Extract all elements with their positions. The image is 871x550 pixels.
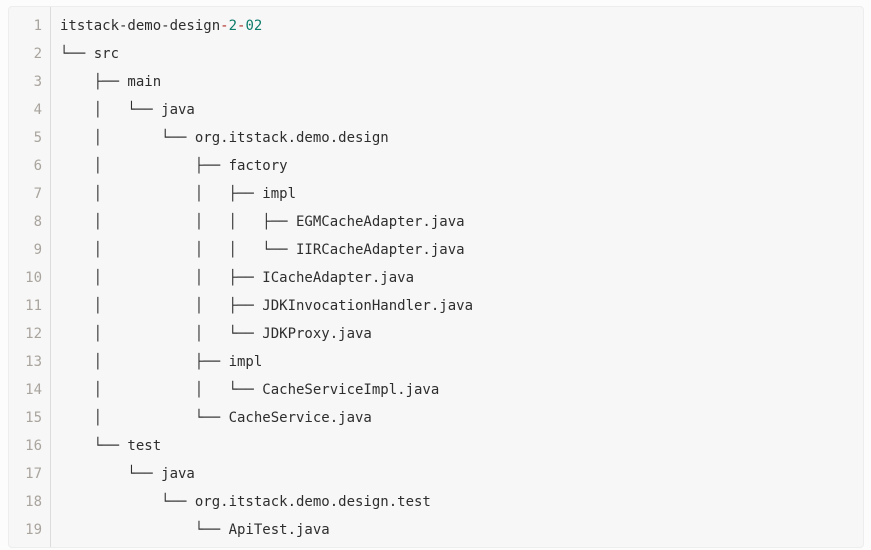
- code-line: 8 │ │ │ ├── EGMCacheAdapter.java: [9, 208, 863, 236]
- code-line: 11 │ │ ├── JDKInvocationHandler.java: [9, 292, 863, 320]
- code-line: 5 │ └── org.itstack.demo.design: [9, 124, 863, 152]
- code-lines: 1 itstack-demo-design-2-02 2 └── src 3 ├…: [9, 12, 863, 544]
- code-line: 14 │ │ └── CacheServiceImpl.java: [9, 376, 863, 404]
- line-text: │ │ ├── JDKInvocationHandler.java: [60, 298, 474, 314]
- code-line: 1 itstack-demo-design-2-02: [9, 12, 863, 40]
- line-number: 2: [33, 46, 42, 62]
- line-number: 7: [33, 186, 42, 202]
- syntax-segment-number: 2: [228, 18, 238, 34]
- line-text: │ │ │ └── IIRCacheAdapter.java: [60, 242, 465, 258]
- line-text: └── src: [60, 46, 120, 62]
- code-line: 16 └── test: [9, 432, 863, 460]
- line-number: 1: [33, 18, 42, 34]
- line-text: │ │ │ ├── EGMCacheAdapter.java: [60, 214, 465, 230]
- line-text: └── org.itstack.demo.design.test: [60, 494, 431, 510]
- line-text: │ ├── factory: [60, 158, 288, 174]
- line-text: │ │ ├── impl: [60, 186, 297, 202]
- line-number: 6: [33, 158, 42, 174]
- line-number: 8: [33, 214, 42, 230]
- syntax-segment-plain: itstack-demo-design: [60, 18, 221, 34]
- code-line: 15 │ └── CacheService.java: [9, 404, 863, 432]
- code-line: 19 └── ApiTest.java: [9, 516, 863, 544]
- line-number: 3: [33, 74, 42, 90]
- line-number: 9: [33, 242, 42, 258]
- code-line: 4 │ └── java: [9, 96, 863, 124]
- line-text: │ └── java: [60, 102, 195, 118]
- code-line: 18 └── org.itstack.demo.design.test: [9, 488, 863, 516]
- line-text: └── ApiTest.java: [60, 522, 330, 538]
- line-text: │ └── org.itstack.demo.design: [60, 130, 389, 146]
- line-text: └── test: [60, 438, 162, 454]
- line-text: ├── main: [60, 74, 162, 90]
- line-text: │ │ └── CacheServiceImpl.java: [60, 382, 440, 398]
- line-text: itstack-demo-design-2-02: [50, 12, 863, 40]
- code-line: 10 │ │ ├── ICacheAdapter.java: [9, 264, 863, 292]
- line-text: │ └── CacheService.java: [60, 410, 372, 426]
- line-number: 10: [25, 270, 42, 286]
- line-number: 16: [25, 438, 42, 454]
- line-text: └── java: [60, 466, 195, 482]
- line-text: │ │ └── JDKProxy.java: [60, 326, 372, 342]
- line-number: 11: [25, 298, 42, 314]
- line-text: │ │ ├── ICacheAdapter.java: [60, 270, 415, 286]
- line-number: 17: [25, 466, 42, 482]
- gutter-divider: [50, 7, 51, 547]
- line-number: 4: [33, 102, 42, 118]
- line-number: 12: [25, 326, 42, 342]
- syntax-segment-number: 02: [245, 18, 263, 34]
- syntax-segment-operator: -: [237, 18, 246, 34]
- code-line: 6 │ ├── factory: [9, 152, 863, 180]
- code-line: 2 └── src: [9, 40, 863, 68]
- code-line: 17 └── java: [9, 460, 863, 488]
- code-line: 7 │ │ ├── impl: [9, 180, 863, 208]
- line-number: 14: [25, 382, 42, 398]
- line-number: 5: [33, 130, 42, 146]
- code-line: 9 │ │ │ └── IIRCacheAdapter.java: [9, 236, 863, 264]
- syntax-segment-operator: -: [220, 18, 229, 34]
- line-number: 18: [25, 494, 42, 510]
- code-block: 1 itstack-demo-design-2-02 2 └── src 3 ├…: [8, 6, 864, 548]
- code-line: 3 ├── main: [9, 68, 863, 96]
- line-text: │ ├── impl: [60, 354, 263, 370]
- line-number: 13: [25, 354, 42, 370]
- code-line: 12 │ │ └── JDKProxy.java: [9, 320, 863, 348]
- line-number: 15: [25, 410, 42, 426]
- code-line: 13 │ ├── impl: [9, 348, 863, 376]
- line-number: 19: [25, 522, 42, 538]
